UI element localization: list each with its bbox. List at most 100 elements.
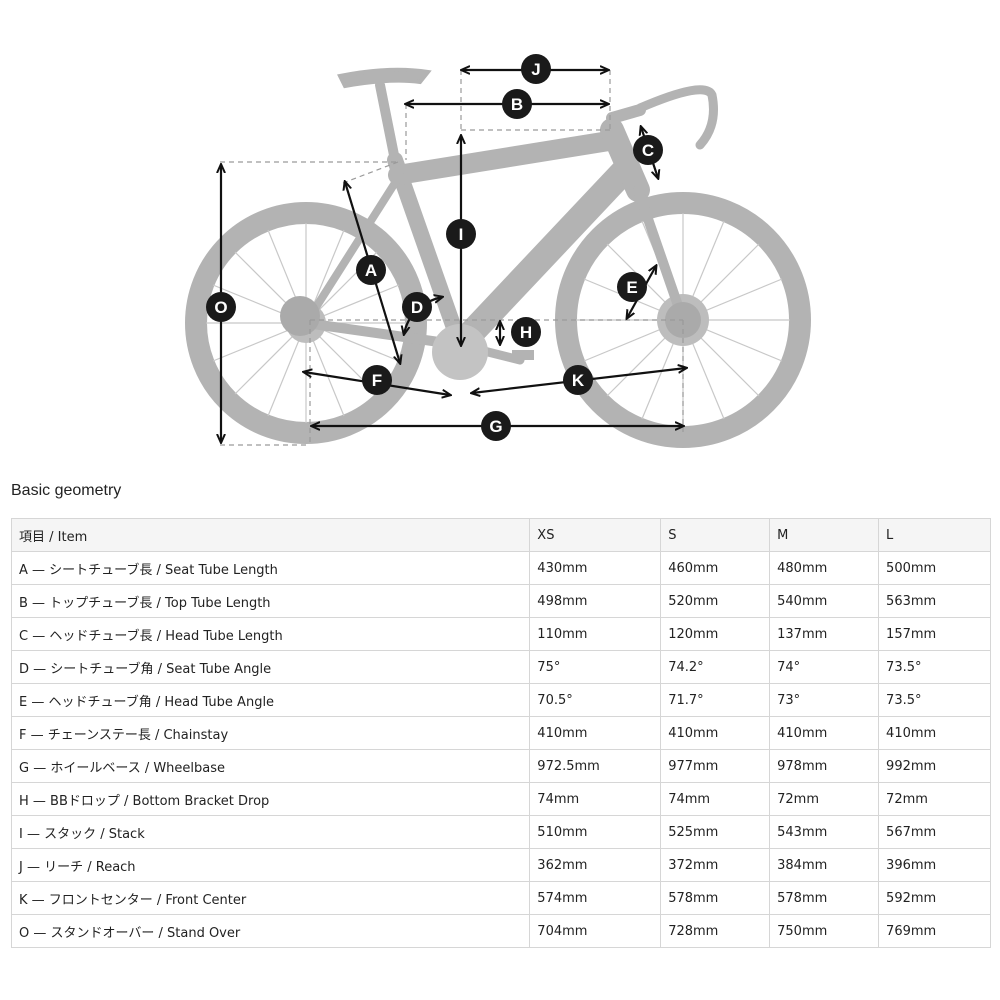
value-l: 410mm — [878, 716, 991, 750]
table-row: G — ホイールベース / Wheelbase 972.5mm 977mm 97… — [10, 749, 991, 783]
table-row: C — ヘッドチューブ長 / Head Tube Length 110mm 12… — [10, 617, 991, 651]
value-m: 978mm — [769, 749, 880, 783]
svg-text:H: H — [520, 323, 532, 342]
item-name: H — BBドロップ / Bottom Bracket Drop — [10, 782, 531, 816]
value-m: 410mm — [769, 716, 880, 750]
label-o: O — [206, 292, 236, 322]
svg-text:C: C — [642, 141, 654, 160]
value-m: 750mm — [769, 914, 880, 948]
section-title: Basic geometry — [11, 482, 122, 499]
value-xs: 574mm — [529, 881, 662, 915]
table-row: I — スタック / Stack 510mm 525mm 543mm 567mm — [10, 815, 991, 849]
value-l: 563mm — [878, 584, 991, 618]
value-l: 73.5° — [878, 650, 991, 684]
value-m: 578mm — [769, 881, 880, 915]
item-name: G — ホイールベース / Wheelbase — [10, 749, 531, 783]
value-l: 769mm — [878, 914, 991, 948]
rear-cassette — [280, 296, 320, 336]
table-row: D — シートチューブ角 / Seat Tube Angle 75° 74.2°… — [10, 650, 991, 684]
label-a: A — [356, 255, 386, 285]
item-name: B — トップチューブ長 / Top Tube Length — [10, 584, 531, 618]
value-m: 72mm — [769, 782, 880, 816]
header-l: L — [878, 518, 991, 552]
svg-text:E: E — [626, 278, 637, 297]
label-f: F — [362, 365, 392, 395]
value-s: 977mm — [660, 749, 771, 783]
label-h: H — [511, 317, 541, 347]
value-s: 460mm — [660, 551, 771, 585]
value-xs: 110mm — [529, 617, 662, 651]
value-l: 157mm — [878, 617, 991, 651]
label-i: I — [446, 219, 476, 249]
value-m: 384mm — [769, 848, 880, 882]
value-xs: 70.5° — [529, 683, 662, 717]
value-s: 120mm — [660, 617, 771, 651]
table-header-row: 項目 / Item XS S M L — [10, 518, 991, 552]
label-g: G — [481, 411, 511, 441]
value-xs: 972.5mm — [529, 749, 662, 783]
value-xs: 410mm — [529, 716, 662, 750]
label-c: C — [633, 135, 663, 165]
header-xs: XS — [529, 518, 662, 552]
item-name: I — スタック / Stack — [10, 815, 531, 849]
value-l: 992mm — [878, 749, 991, 783]
value-m: 137mm — [769, 617, 880, 651]
table-row: A — シートチューブ長 / Seat Tube Length 430mm 46… — [10, 551, 991, 585]
value-m: 480mm — [769, 551, 880, 585]
table-row: O — スタンドオーバー / Stand Over 704mm 728mm 75… — [10, 914, 991, 948]
svg-text:K: K — [572, 371, 585, 390]
value-xs: 498mm — [529, 584, 662, 618]
value-l: 592mm — [878, 881, 991, 915]
table-row: H — BBドロップ / Bottom Bracket Drop 74mm 74… — [10, 782, 991, 816]
header-m: M — [769, 518, 880, 552]
item-name: J — リーチ / Reach — [10, 848, 531, 882]
svg-text:O: O — [214, 298, 227, 317]
value-l: 500mm — [878, 551, 991, 585]
value-s: 372mm — [660, 848, 771, 882]
value-s: 74.2° — [660, 650, 771, 684]
table-row: E — ヘッドチューブ角 / Head Tube Angle 70.5° 71.… — [10, 683, 991, 717]
value-xs: 75° — [529, 650, 662, 684]
value-l: 567mm — [878, 815, 991, 849]
value-xs: 362mm — [529, 848, 662, 882]
label-j: J — [521, 54, 551, 84]
table-row: J — リーチ / Reach 362mm 372mm 384mm 396mm — [10, 848, 991, 882]
bike-illustration: J B C I A O E D H F K G — [185, 54, 811, 448]
svg-text:A: A — [365, 261, 377, 280]
value-l: 396mm — [878, 848, 991, 882]
svg-text:G: G — [489, 417, 502, 436]
item-name: E — ヘッドチューブ角 / Head Tube Angle — [10, 683, 531, 717]
table-row: K — フロントセンター / Front Center 574mm 578mm … — [10, 881, 991, 915]
value-s: 410mm — [660, 716, 771, 750]
bike-geometry-diagram: J B C I A O E D H F K G — [0, 0, 1000, 470]
label-b: B — [502, 89, 532, 119]
svg-text:I: I — [459, 225, 464, 244]
label-d: D — [402, 292, 432, 322]
item-name: K — フロントセンター / Front Center — [10, 881, 531, 915]
item-name: F — チェーンステー長 / Chainstay — [10, 716, 531, 750]
value-l: 72mm — [878, 782, 991, 816]
header-item: 項目 / Item — [10, 518, 531, 552]
value-s: 525mm — [660, 815, 771, 849]
item-name: A — シートチューブ長 / Seat Tube Length — [10, 551, 531, 585]
svg-text:F: F — [372, 371, 382, 390]
value-m: 540mm — [769, 584, 880, 618]
value-l: 73.5° — [878, 683, 991, 717]
geometry-table: 項目 / Item XS S M L A — シートチューブ長 / Seat T… — [10, 518, 991, 948]
value-xs: 430mm — [529, 551, 662, 585]
svg-text:D: D — [411, 298, 423, 317]
label-k: K — [563, 365, 593, 395]
item-name: C — ヘッドチューブ長 / Head Tube Length — [10, 617, 531, 651]
value-m: 73° — [769, 683, 880, 717]
label-e: E — [617, 272, 647, 302]
value-s: 578mm — [660, 881, 771, 915]
value-xs: 74mm — [529, 782, 662, 816]
table-row: F — チェーンステー長 / Chainstay 410mm 410mm 410… — [10, 716, 991, 750]
item-name: O — スタンドオーバー / Stand Over — [10, 914, 531, 948]
value-xs: 510mm — [529, 815, 662, 849]
value-s: 71.7° — [660, 683, 771, 717]
svg-text:B: B — [511, 95, 523, 114]
value-m: 74° — [769, 650, 880, 684]
header-s: S — [660, 518, 771, 552]
value-s: 74mm — [660, 782, 771, 816]
